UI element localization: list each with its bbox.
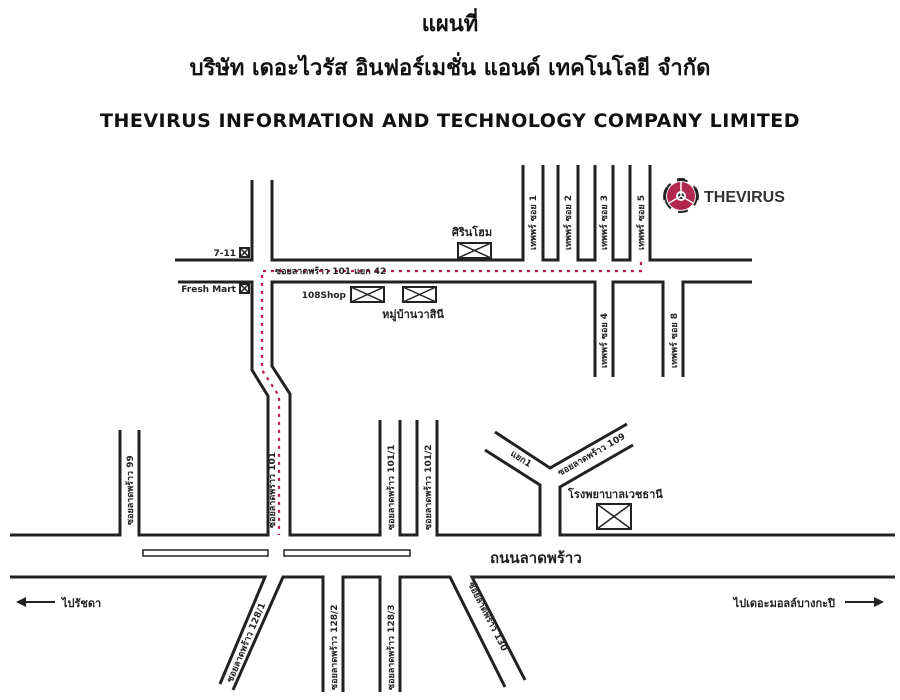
svg-text:108Shop: 108Shop — [302, 291, 347, 301]
road-label-thepporn1: เทพพร์ ซอย 1 — [527, 195, 539, 250]
road-label-soi101: ซอยลาดพร้าว 101 — [267, 452, 278, 528]
road-label-thepporn4: เทพพร์ ซอย 4 — [598, 313, 610, 368]
landmark-hospital: โรงพยาบาลเวชธานี — [567, 487, 663, 530]
direction-left: ไปรัชดา — [16, 596, 101, 610]
road-label-soi128-3: ซอยลาดพร้าว 128/3 — [386, 604, 397, 690]
road-label-soi101-1: ซอยลาดพร้าว 101/1 — [386, 444, 397, 530]
landmark-sirin-home: ศิรินโฮม — [452, 225, 492, 259]
landmark-108shop: 108Shop — [302, 286, 385, 303]
landmark-fresh-mart: Fresh Mart — [181, 283, 250, 295]
road-label-soi128-2: ซอยลาดพร้าว 128/2 — [329, 604, 340, 690]
road-label-soi101-42: ซอยลาดพร้าว 101 แยก 42 — [275, 266, 386, 277]
median-strip — [142, 549, 269, 557]
upper-roads — [137, 165, 752, 537]
svg-text:หมู่บ้านวาสินี: หมู่บ้านวาสินี — [382, 308, 444, 322]
road-label-thepporn5: เทพพร์ ซอย 5 — [635, 195, 647, 250]
svg-text:ไปรัชดา: ไปรัชดา — [60, 596, 101, 610]
arrow-right-icon — [874, 597, 884, 607]
road-label-soi130: ซอยลาดพร้าว 130 — [465, 580, 509, 653]
svg-text:โรงพยาบาลเวชธานี: โรงพยาบาลเวชธานี — [567, 487, 663, 501]
landmark-7-11: 7-11 — [213, 247, 250, 259]
middle-roads — [10, 420, 895, 557]
road-label-main: ถนนลาดพร้าว — [490, 549, 582, 567]
arrow-left-icon — [16, 597, 26, 607]
landmark-village: หมู่บ้านวาสินี — [382, 286, 444, 322]
road-label-soi101-2: ซอยลาดพร้าว 101/2 — [423, 444, 434, 530]
lower-roads — [10, 575, 895, 692]
svg-text:7-11: 7-11 — [213, 249, 236, 259]
svg-text:THEVIRUS: THEVIRUS — [704, 189, 785, 206]
road-label-soi128-1: ซอยลาดพร้าว 128/1 — [225, 601, 269, 684]
road-label-soi99: ซอยลาดพร้าว 99 — [125, 455, 136, 525]
svg-text:Fresh Mart: Fresh Mart — [181, 285, 236, 295]
median-strip — [283, 549, 411, 557]
company-name-thai: บริษัท เดอะไวรัส อินฟอร์เมชั่น แอนด์ เทค… — [189, 56, 711, 81]
svg-text:ศิรินโฮม: ศิรินโฮม — [452, 225, 492, 239]
direction-right: ไปเดอะมอลล์บางกะปิ — [732, 596, 884, 610]
map-title: แผนที่ — [421, 12, 479, 37]
road-label-thepporn2: เทพพร์ ซอย 2 — [562, 195, 574, 250]
road-label-thepporn3: เทพพร์ ซอย 3 — [598, 195, 610, 250]
svg-text:ไปเดอะมอลล์บางกะปิ: ไปเดอะมอลล์บางกะปิ — [732, 596, 835, 610]
biohazard-icon — [663, 177, 699, 213]
road-label-thepporn8: เทพพร์ ซอย 8 — [668, 313, 680, 368]
thevirus-logo: THEVIRUS — [663, 177, 785, 213]
company-name-english: THEVIRUS INFORMATION AND TECHNOLOGY COMP… — [99, 110, 801, 132]
